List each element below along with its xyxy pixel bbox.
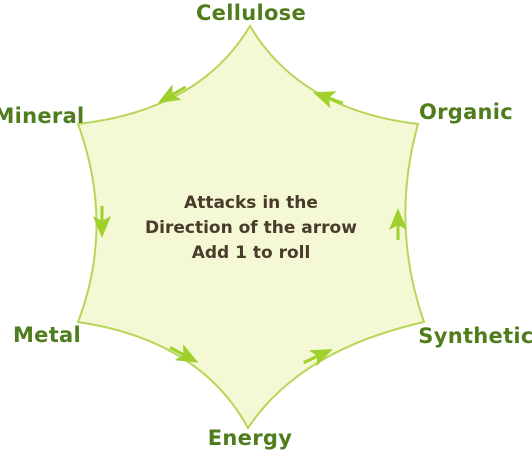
direction-arrows	[93, 84, 407, 367]
arrow-synthetic-to-organic	[389, 208, 407, 240]
center-text-line-2: Direction of the arrow	[145, 218, 357, 238]
arrow-cellulose-to-mineral	[157, 84, 187, 103]
arrow-organic-to-cellulose	[312, 91, 344, 109]
node-label-synthetic: Synthetic	[418, 324, 532, 348]
node-label-cellulose: Cellulose	[196, 1, 306, 25]
arrow-energy-to-synthetic	[303, 349, 333, 367]
hexagram-shape	[76, 24, 426, 430]
center-text-line-3: Add 1 to roll	[192, 243, 311, 263]
arrow-mineral-to-metal	[93, 206, 111, 238]
node-label-energy: Energy	[208, 426, 292, 450]
node-label-mineral: Mineral	[0, 104, 85, 128]
node-label-organic: Organic	[419, 100, 513, 124]
center-text-line-1: Attacks in the	[184, 193, 318, 213]
arrow-metal-to-energy	[169, 344, 199, 363]
node-label-metal: Metal	[13, 323, 81, 347]
